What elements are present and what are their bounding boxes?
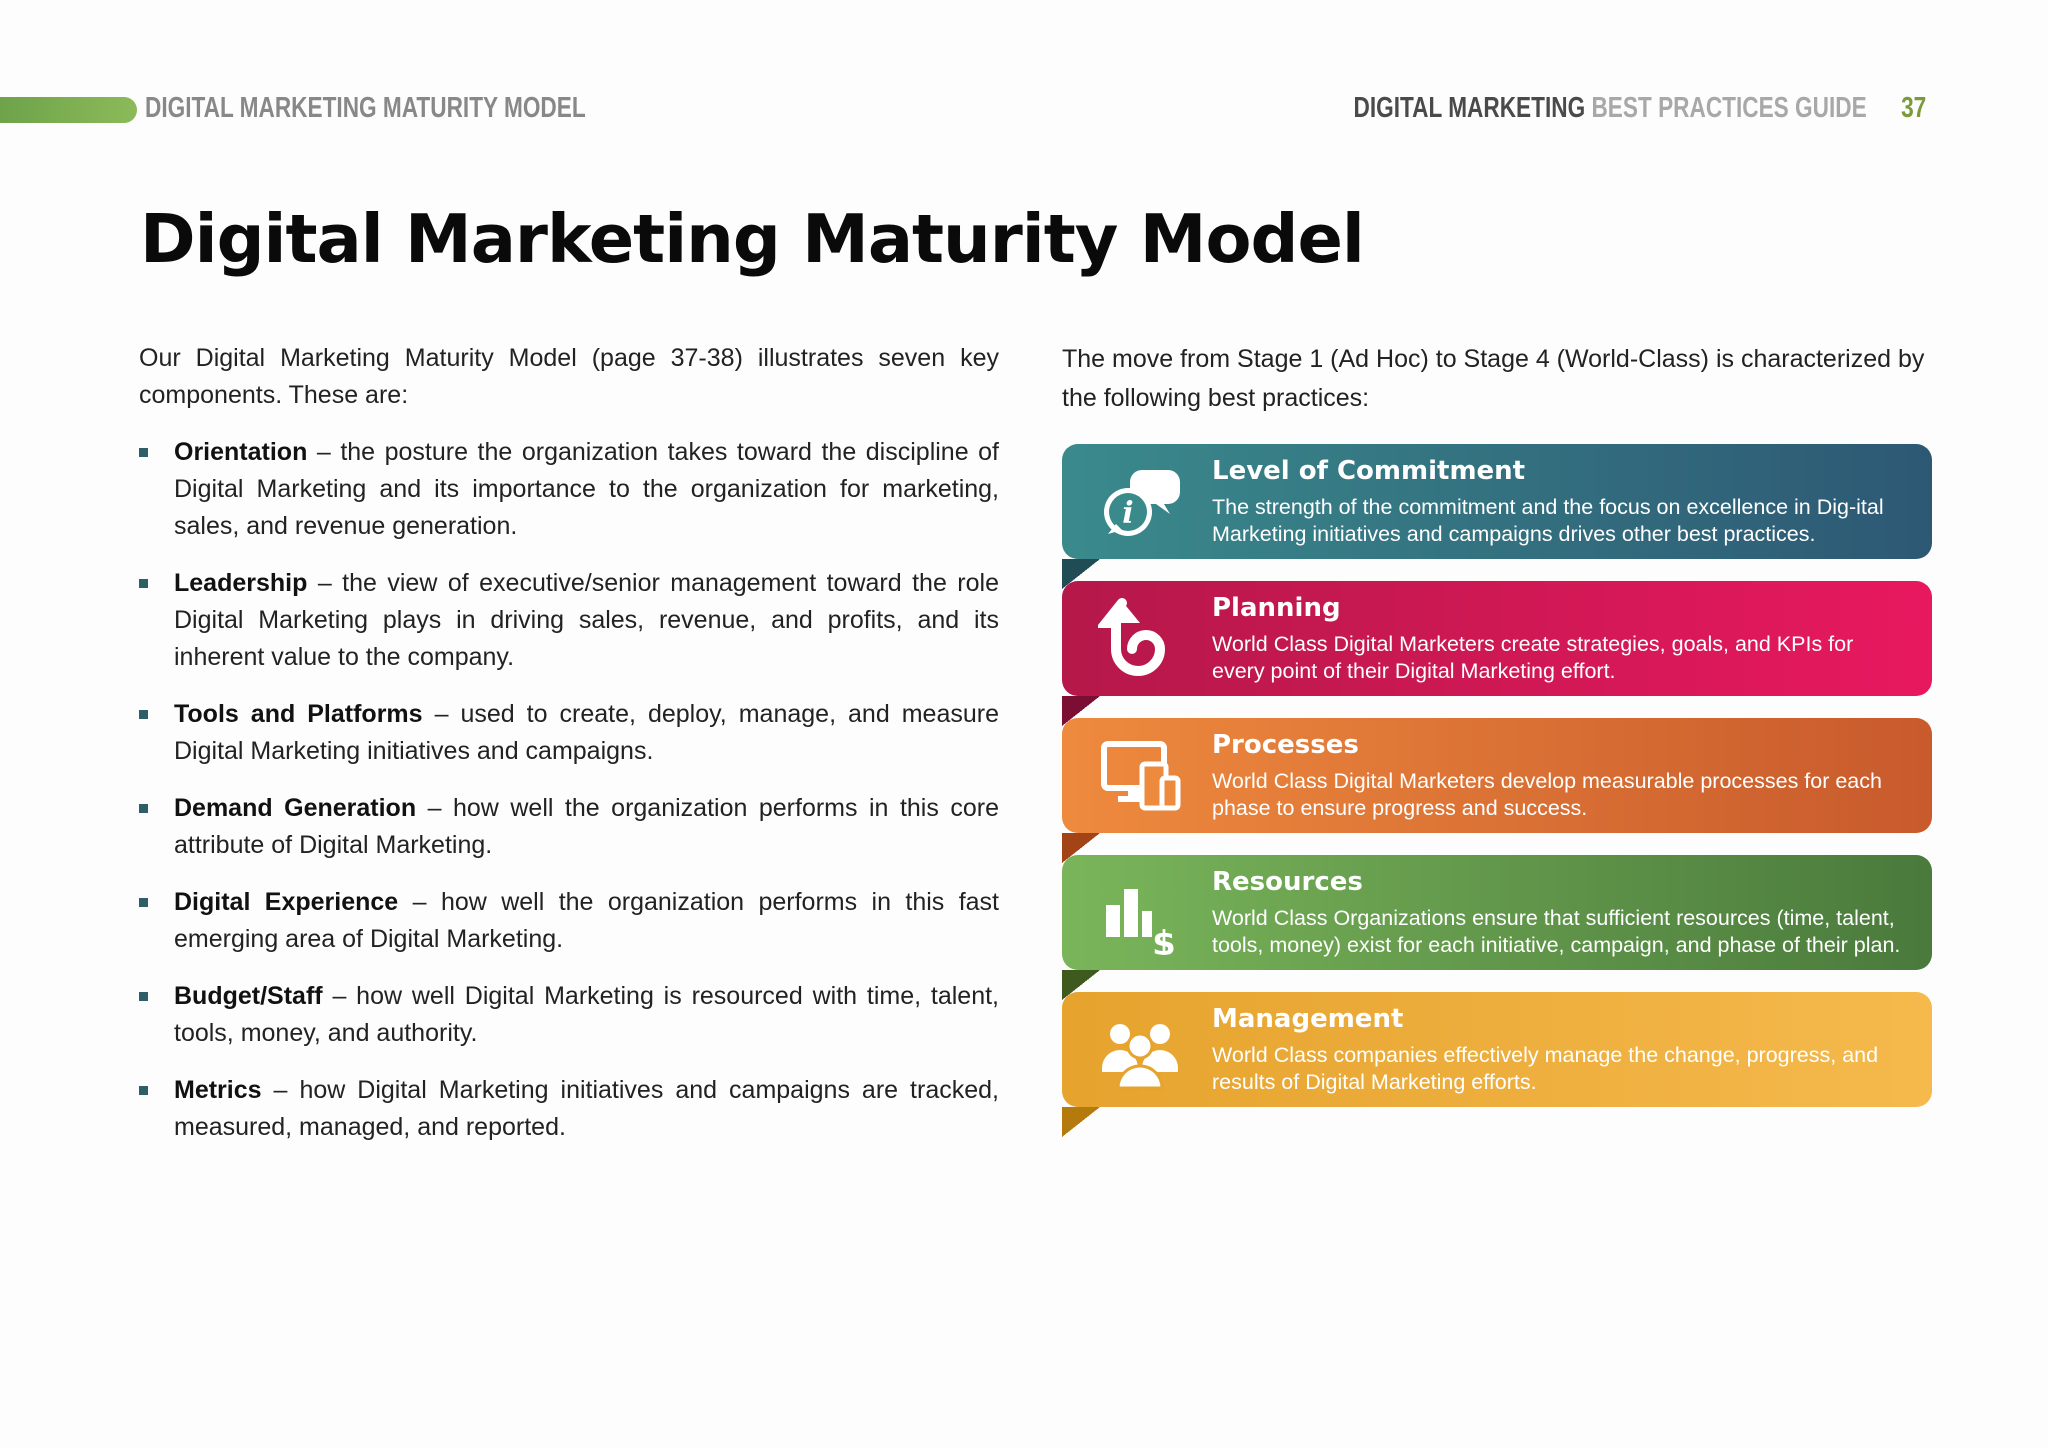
bullet-square-icon	[139, 448, 148, 457]
practice-title: Processes	[1212, 730, 1359, 760]
practice-title: Resources	[1212, 867, 1363, 897]
header-section-label: DIGITAL MARKETING MATURITY MODEL	[145, 92, 586, 124]
svg-text:i: i	[1122, 496, 1133, 531]
header-guide-title-dark: DIGITAL MARKETING	[1353, 92, 1585, 124]
component-description: – how well Digital Marketing is resource…	[174, 982, 999, 1047]
components-list: Orientation – the posture the organizati…	[139, 434, 999, 1146]
practice-banner-resources: $ Resources World Class Organizations en…	[1062, 855, 1932, 970]
component-name: Metrics	[174, 1076, 262, 1104]
bullet-square-icon	[139, 804, 148, 813]
practice-title: Planning	[1212, 593, 1341, 623]
list-item: Tools and Platforms – used to create, de…	[139, 696, 999, 770]
svg-text:$: $	[1152, 924, 1176, 955]
right-column: The move from Stage 1 (Ad Hoc) to Stage …	[1062, 340, 1932, 438]
practice-description: World Class companies effectively manage…	[1212, 1043, 1879, 1094]
component-name: Orientation	[174, 438, 308, 466]
practice-description: World Class Organizations ensure that su…	[1212, 906, 1901, 957]
component-description: – the view of executive/senior managemen…	[174, 569, 999, 671]
practice-title: Management	[1212, 1004, 1404, 1034]
list-item: Budget/Staff – how well Digital Marketin…	[139, 978, 999, 1052]
practice-description: The strength of the commitment and the f…	[1212, 495, 1884, 546]
practice-description: World Class Digital Marketers develop me…	[1212, 769, 1882, 820]
curved-arrow-icon	[1095, 597, 1182, 681]
left-intro-paragraph: Our Digital Marketing Maturity Model (pa…	[139, 344, 999, 409]
list-item: Orientation – the posture the organizati…	[139, 434, 999, 545]
practice-banner-planning: Planning World Class Digital Marketers c…	[1062, 581, 1932, 696]
info-chat-icon: i	[1098, 460, 1182, 544]
component-name: Digital Experience	[174, 888, 399, 916]
component-name: Budget/Staff	[174, 982, 323, 1010]
list-item: Demand Generation – how well the organiz…	[139, 790, 999, 864]
component-name: Tools and Platforms	[174, 700, 423, 728]
bullet-square-icon	[139, 579, 148, 588]
list-item: Leadership – the view of executive/senio…	[139, 565, 999, 676]
header-guide-title: DIGITAL MARKETING BEST PRACTICES GUIDE 3…	[1353, 92, 1926, 125]
practice-banner-level-of-commitment: i Level of Commitment The strength of th…	[1062, 444, 1932, 559]
people-group-icon	[1098, 1008, 1182, 1092]
practice-banner-processes: Processes World Class Digital Marketers …	[1062, 718, 1932, 833]
left-column: Our Digital Marketing Maturity Model (pa…	[139, 340, 999, 1166]
component-name: Demand Generation	[174, 794, 417, 822]
practice-banner-management: Management World Class companies effecti…	[1062, 992, 1932, 1107]
bar-chart-dollar-icon: $	[1098, 871, 1182, 964]
devices-icon	[1098, 734, 1182, 818]
practice-description: World Class Digital Marketers create str…	[1212, 632, 1854, 683]
header-guide-title-light: BEST PRACTICES GUIDE	[1591, 92, 1867, 124]
page-number: 37	[1900, 92, 1926, 124]
component-description: – used to create, deploy, manage, and me…	[174, 700, 999, 765]
bullet-square-icon	[139, 898, 148, 907]
list-item: Digital Experience – how well the organi…	[139, 884, 999, 958]
bullet-square-icon	[139, 992, 148, 1001]
banner-fold	[1062, 1107, 1100, 1137]
page-title: Digital Marketing Maturity Model	[140, 200, 1365, 278]
component-description: – how well the organization performs in …	[174, 794, 999, 859]
component-description: – how Digital Marketing initiatives and …	[174, 1076, 999, 1141]
component-name: Leadership	[174, 569, 308, 597]
practice-title: Level of Commitment	[1212, 456, 1526, 486]
bullet-square-icon	[139, 1086, 148, 1095]
header-accent-bar	[0, 97, 137, 123]
component-description: – how well the organization performs in …	[174, 888, 1000, 953]
bullet-square-icon	[139, 710, 148, 719]
component-description: – the posture the organization takes tow…	[174, 438, 999, 540]
list-item: Metrics – how Digital Marketing initiati…	[139, 1072, 999, 1146]
right-intro-paragraph: The move from Stage 1 (Ad Hoc) to Stage …	[1062, 345, 1925, 412]
